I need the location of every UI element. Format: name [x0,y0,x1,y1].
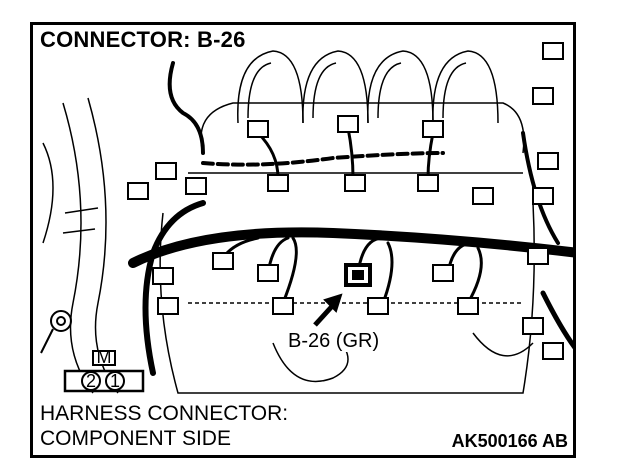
reference-code: AK500166 AB [451,430,568,452]
harness-connector-symbol: M 2 1 [63,347,145,393]
diagram-frame: M 2 1 [30,22,576,458]
connectors [127,42,564,360]
pointer-arrow [313,293,343,327]
pin-label-2: 2 [86,371,96,391]
harness-connector-caption-line2: COMPONENT SIDE [40,427,231,451]
harness-connector-caption-line1: HARNESS CONNECTOR: [40,402,289,426]
b26-connector [344,263,372,287]
callout-label: B-26 (GR) [286,330,382,352]
ring-terminal [40,310,72,354]
wire-harness [128,61,573,376]
diagram-title: CONNECTOR: B-26 [36,27,250,53]
pin-label-1: 1 [110,371,120,391]
connector-key-label: M [97,347,112,367]
engine-illustration: M 2 1 [40,42,573,394]
